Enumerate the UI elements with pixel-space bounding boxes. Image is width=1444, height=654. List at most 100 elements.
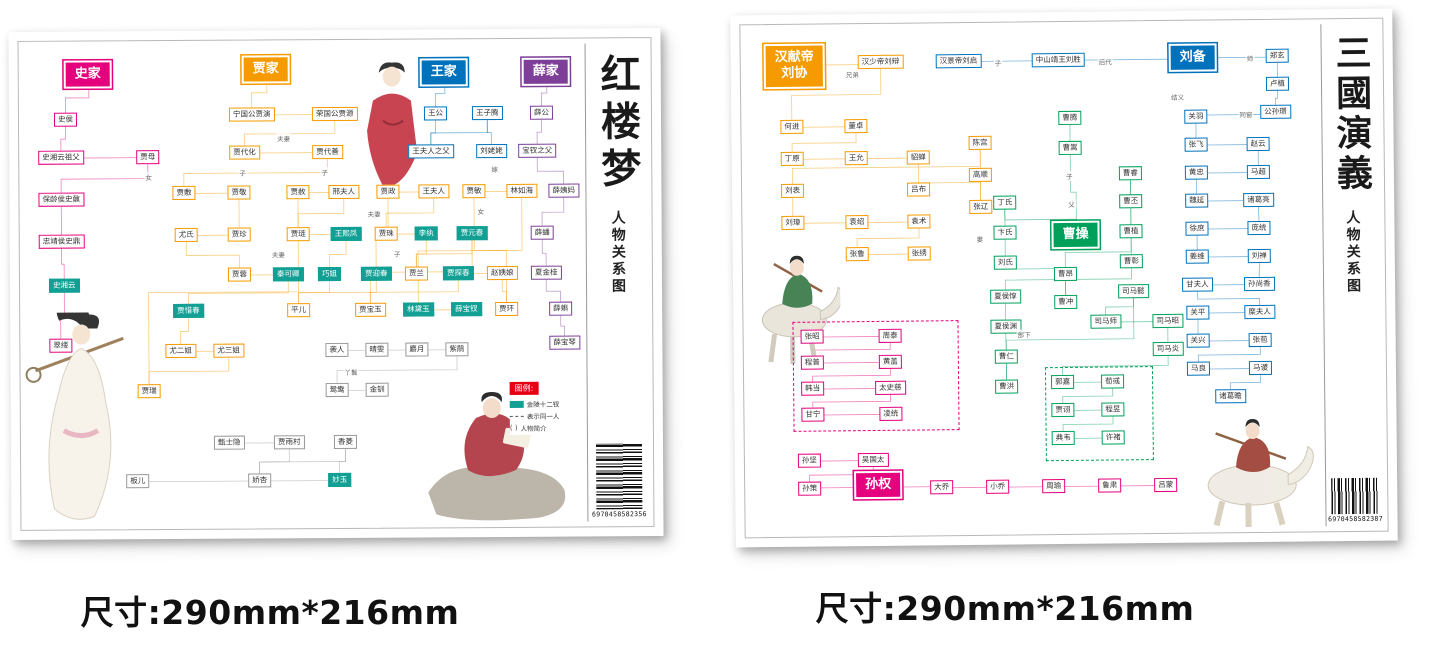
person-node: 张绣: [907, 246, 931, 261]
poster-hongloumeng: 图例: 金陵十二钗表示同一人( )人物简介 史家史侯史湘云祖父贾母保龄侯史鼐忠靖…: [8, 28, 664, 540]
person-node: 曹腾: [1058, 110, 1082, 125]
relation-label: 后代: [1097, 56, 1113, 67]
person-node: 丁原: [780, 151, 804, 166]
relation-label: 结义: [1170, 91, 1186, 102]
legend-item: 金陵十二钗: [509, 398, 584, 409]
family-header-node: 史家: [65, 62, 110, 87]
person-node: 贾惜春: [173, 303, 204, 318]
legend-title: 图例:: [509, 381, 539, 395]
person-node: 马超: [1246, 164, 1270, 179]
person-node: 姜维: [1185, 249, 1209, 264]
person-node: 曹睿: [1118, 166, 1142, 181]
person-node: 司马炎: [1152, 341, 1184, 356]
person-node: 孙尚香: [1244, 276, 1275, 291]
barcode: 6970458582356: [592, 443, 647, 518]
person-node: 刘璋: [781, 215, 805, 230]
person-node: 魏延: [1185, 193, 1209, 208]
person-node: 贾迎春: [360, 266, 392, 281]
person-node: 高顺: [968, 167, 992, 182]
person-node: 保龄侯史鼐: [38, 192, 85, 207]
relation-label: 子: [1064, 170, 1074, 181]
person-node: 曹昂: [1053, 266, 1078, 281]
person-node: 董卓: [844, 119, 868, 134]
person-node: 贾诩: [1051, 402, 1075, 417]
person-node: 黄盖: [878, 354, 902, 369]
family-header-node: 孙权: [856, 472, 901, 498]
person-node: 贾雨村: [273, 435, 305, 450]
person-node: 赵姨娘: [486, 265, 518, 280]
person-node: 吴国太: [857, 452, 889, 467]
person-node: 薛公: [529, 105, 553, 120]
person-node: 金钏: [365, 382, 389, 397]
person-node: 张昭: [800, 329, 824, 344]
person-node: 程昱: [1101, 402, 1125, 417]
person-node: 王夫人: [418, 184, 449, 199]
person-node: 汉景帝刘启: [935, 53, 982, 69]
person-node: 史湘云: [48, 278, 80, 293]
person-node: 林如海: [506, 183, 537, 198]
person-node: 王子腾: [471, 105, 503, 120]
person-node: 卢植: [1265, 76, 1290, 91]
person-node: 袭人: [325, 342, 349, 357]
person-node: 贾瑞: [137, 384, 161, 398]
person-node: 徐庶: [1185, 221, 1209, 236]
person-node: 司马昭: [1152, 313, 1184, 328]
illustration-rider-green: [746, 235, 841, 366]
person-node: 郑玄: [1265, 48, 1289, 63]
person-node: 贾代善: [312, 144, 343, 159]
person-node: 翠缕: [49, 338, 73, 353]
person-node: 麝月: [405, 342, 429, 357]
illustration-seated-man: [418, 374, 571, 523]
size-caption-left: 尺寸:290mm*216mm: [80, 593, 460, 632]
person-node: 鲁肃: [1098, 478, 1122, 493]
barcode-bars: [1331, 477, 1380, 515]
person-node: 曹仁: [994, 349, 1018, 364]
person-node: 香菱: [333, 434, 358, 449]
relation-label: 夫妻: [276, 133, 292, 144]
person-node: 何进: [780, 119, 804, 134]
barcode: 6970458582387: [1328, 477, 1383, 523]
person-node: 刘氏: [993, 255, 1017, 270]
person-node: 薛宝琴: [549, 335, 580, 350]
person-node: 司马懿: [1118, 284, 1149, 299]
person-node: 王允: [844, 151, 868, 166]
person-node: 司马师: [1090, 314, 1122, 329]
person-node: 宝钗之父: [518, 143, 557, 158]
relation-label: 兄弟: [844, 69, 860, 80]
title-strip-hlm: 红楼梦 人物关系图 6970458582356: [584, 43, 651, 522]
person-node: 娇杏: [248, 473, 272, 488]
person-node: 刘表: [780, 183, 805, 198]
person-node: 尤二姐: [165, 343, 196, 358]
person-node: 平儿: [287, 303, 311, 318]
person-node: 孙策: [798, 481, 822, 496]
person-node: 周瑜: [1042, 478, 1066, 493]
relation-label: 妻: [975, 233, 985, 244]
person-node: 王夫人之父: [408, 144, 454, 159]
person-node: 贾敏: [462, 184, 486, 198]
person-node: 甘夫人: [1182, 277, 1213, 292]
person-node: 黄忠: [1184, 165, 1208, 180]
person-node: 巧姐: [317, 266, 341, 281]
person-node: 贾宝玉: [355, 302, 386, 317]
person-node: 王公: [423, 106, 448, 121]
person-node: 甄士隐: [213, 435, 245, 450]
person-node: 孙坚: [797, 453, 821, 468]
relation-label: 父: [1067, 198, 1076, 209]
poster-title: 三國演義: [1329, 33, 1374, 195]
person-node: 贾敷: [172, 185, 196, 200]
family-header-node: 贾家: [243, 57, 288, 82]
person-node: 程普: [800, 355, 824, 370]
family-header-node: 薛家: [523, 59, 568, 85]
family-header-node: 刘备: [1170, 45, 1215, 71]
relation-label: 夫妻: [366, 208, 382, 219]
person-node: 庞统: [1247, 220, 1271, 235]
person-node: 尤三姐: [213, 343, 244, 358]
person-node: 鸳鸯: [325, 382, 349, 397]
person-node: 袁绍: [845, 215, 869, 230]
person-node: 邢夫人: [328, 184, 359, 199]
person-node: 曹植: [1119, 224, 1143, 239]
person-node: 曹丕: [1119, 194, 1143, 209]
relation-label: 同窗: [1238, 109, 1254, 120]
relationship-diagram-hlm: 图例: 金陵十二钗表示同一人( )人物简介 史家史侯史湘云祖父贾母保龄侯史鼐忠靖…: [24, 43, 587, 524]
person-node: 凌统: [879, 406, 903, 421]
